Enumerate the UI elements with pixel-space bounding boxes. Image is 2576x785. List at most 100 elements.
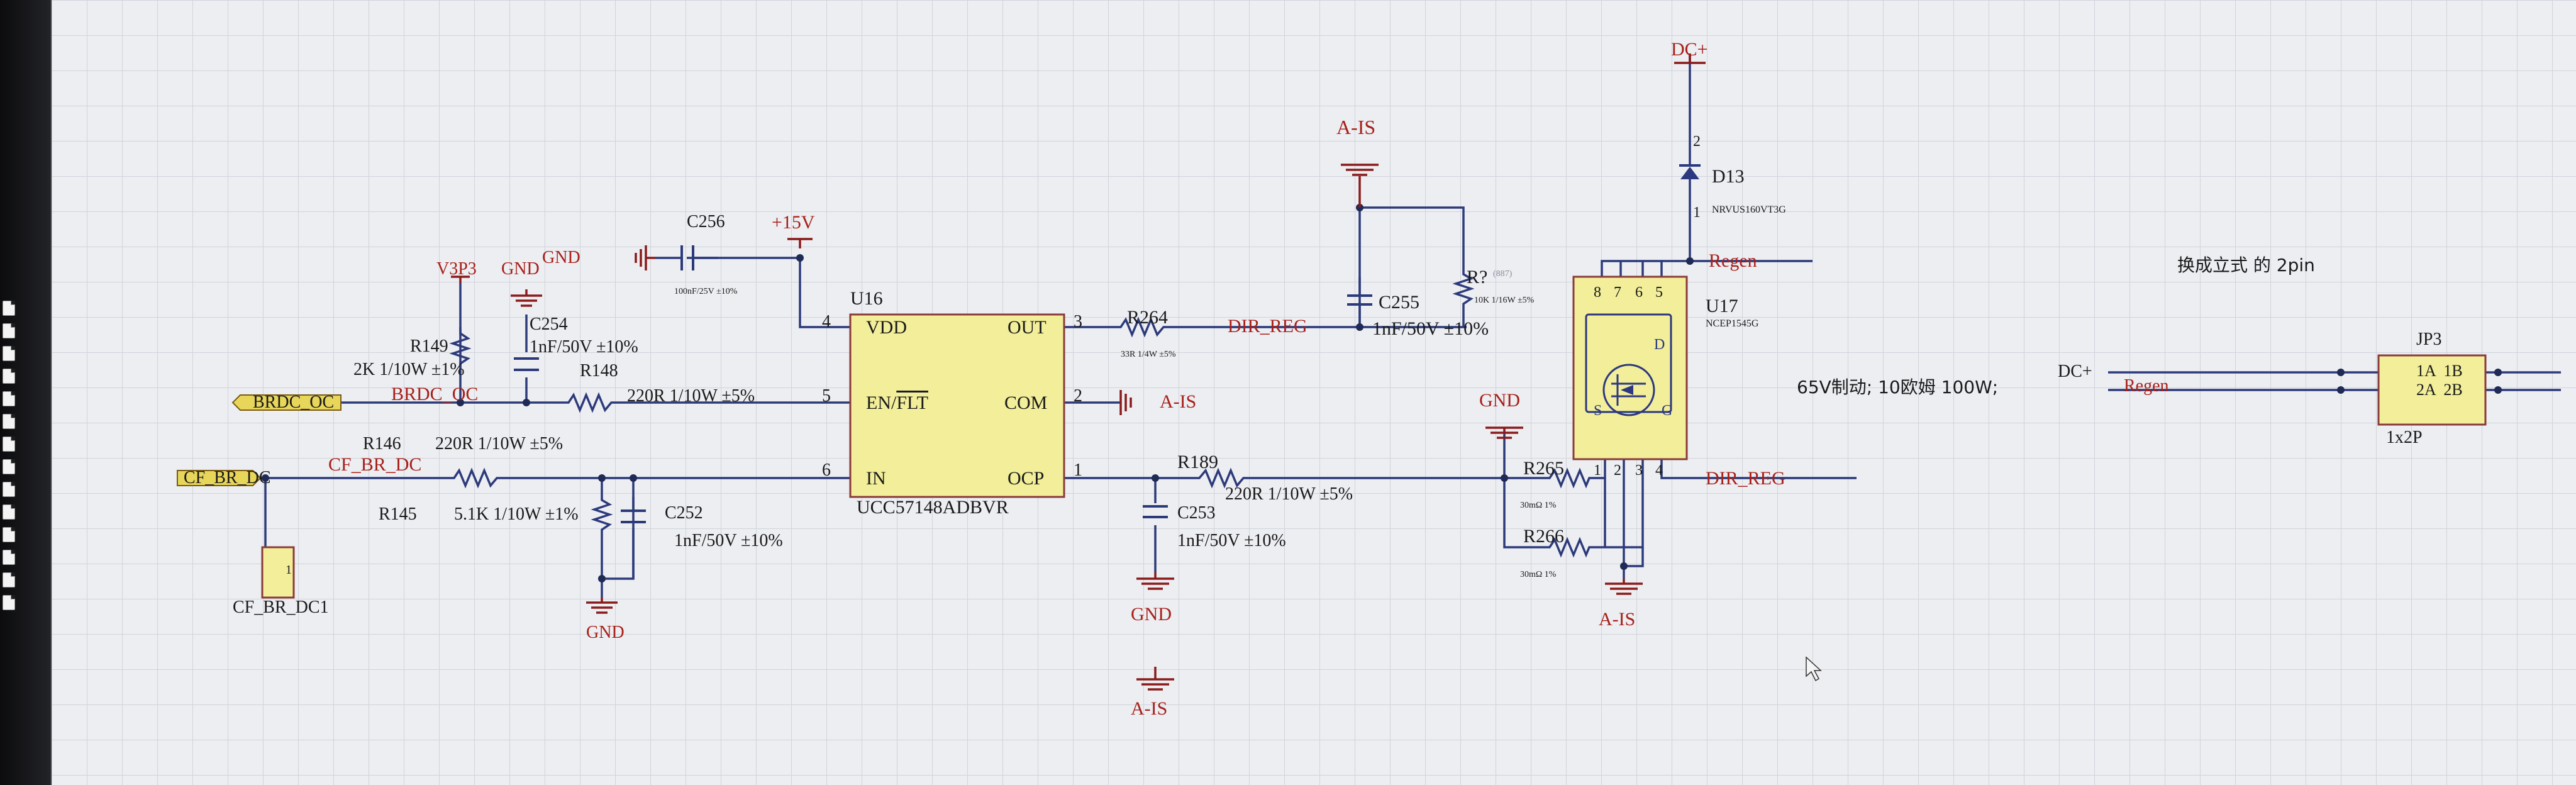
net-15v: +15V (772, 212, 815, 233)
u17-pin-5: 5 (1655, 284, 1663, 301)
u16-pinnum-4: 4 (822, 312, 831, 331)
file-icon[interactable] (3, 459, 15, 474)
r189-ref: R189 (1177, 452, 1219, 472)
u16-pinnum-5: 5 (822, 386, 831, 406)
c255-ref: C255 (1379, 292, 1420, 313)
rq-sub: (887) (1493, 269, 1513, 279)
net-regen-jp3: Regen (2124, 376, 2169, 396)
left-panel-icons (0, 301, 38, 618)
r148-ref: R148 (580, 361, 618, 381)
u17-mosfet[interactable] (1572, 276, 1688, 460)
wires (243, 53, 2561, 598)
d13-ref: D13 (1712, 166, 1745, 187)
r264-ref: R264 (1127, 307, 1169, 328)
net-ais-com: A-IS (1160, 391, 1197, 412)
net-regen: Regen (1709, 250, 1757, 271)
file-icon[interactable] (3, 391, 15, 406)
file-icon[interactable] (3, 527, 15, 542)
resistors (441, 270, 1592, 558)
cf1-ref: CF_BR_DC1 (233, 598, 329, 617)
file-icon[interactable] (3, 414, 15, 429)
file-icon[interactable] (3, 482, 15, 497)
u17-pin-2: 2 (1614, 462, 1621, 479)
u16-ref: U16 (850, 288, 883, 309)
r149-ref: R149 (410, 337, 448, 356)
file-icon[interactable] (3, 301, 15, 316)
u17-pin-4: 4 (1655, 462, 1663, 479)
u16-part: UCC57148ADBVR (857, 497, 1009, 518)
r265-ref: R265 (1523, 458, 1565, 479)
jp3-connector[interactable] (2377, 354, 2487, 426)
file-icon[interactable] (3, 572, 15, 587)
d13-part: NRVUS160VT3G (1712, 204, 1786, 215)
u17-pin-6: 6 (1635, 284, 1643, 301)
r266-ref: R266 (1523, 526, 1565, 547)
net-dir-reg-out: DIR_REG (1228, 316, 1307, 337)
file-icon[interactable] (3, 504, 15, 520)
r146-val: 220R 1/10W ±5% (435, 434, 564, 454)
u17-part: NCEP1545G (1706, 318, 1759, 329)
r145-ref: R145 (379, 504, 417, 524)
labels-layer: V3P3 GND GND +15V A-IS DC+ Regen DIR_REG… (52, 0, 2576, 785)
cf-br-dc1-testpoint[interactable] (261, 546, 295, 599)
net-dcplus-jp3: DC+ (2058, 362, 2092, 381)
u16-pin-in: IN (866, 468, 886, 489)
net-gnd-r145: GND (586, 623, 625, 642)
net-ais-top: A-IS (1336, 116, 1376, 138)
u16-pin-com: COM (1004, 392, 1048, 413)
u17-pin-3: 3 (1635, 462, 1643, 479)
c254-val: 1nF/50V ±10% (530, 337, 638, 357)
r148-val: 220R 1/10W ±5% (627, 386, 755, 406)
u16-pinnum-2: 2 (1074, 386, 1082, 406)
d13-diode (1679, 120, 1701, 214)
r264-val: 33R 1/4W ±5% (1121, 350, 1176, 359)
c256-ref: C256 (687, 212, 725, 231)
net-gnd-c253: GND (1131, 604, 1172, 625)
jp3-row1: 1A 1B (2416, 362, 2463, 380)
u17-label-g: G (1662, 403, 1673, 419)
u16-pinnum-3: 3 (1074, 312, 1082, 331)
u16-pin-en: EN/FLT (866, 392, 928, 413)
u16-pin-vdd: VDD (866, 317, 907, 338)
u16-ic[interactable] (849, 313, 1065, 498)
jp3-part: 1x2P (2386, 428, 2423, 447)
file-icon[interactable] (3, 437, 15, 452)
rq-val: 10K 1/16W ±5% (1474, 296, 1535, 305)
r265-val: 30mΩ 1% (1520, 501, 1557, 510)
u17-label-d: D (1654, 337, 1665, 353)
file-icon[interactable] (3, 369, 15, 384)
u16-pinnum-6: 6 (822, 460, 831, 480)
flt-overline: FLT (896, 392, 928, 413)
jp3-ref: JP3 (2416, 330, 2442, 349)
c253-val: 1nF/50V ±10% (1177, 531, 1286, 550)
d13-pin-2: 2 (1693, 133, 1701, 150)
net-ais-bottom: A-IS (1131, 698, 1168, 719)
capacitors (514, 245, 1372, 523)
net-brdc-oc-flag: BRDC_OC (253, 392, 335, 412)
net-flags (177, 394, 1822, 682)
file-icon[interactable] (3, 550, 15, 565)
c252-val: 1nF/50V ±10% (674, 531, 783, 550)
net-dir-reg-gate: DIR_REG (1706, 468, 1785, 489)
u17-label-s: S (1594, 403, 1602, 419)
schematic-svg (177, 53, 2561, 691)
c253-ref: C253 (1177, 503, 1216, 523)
net-v3p3: V3P3 (436, 259, 477, 279)
cf1-pin: 1 (286, 563, 292, 577)
net-brdc-oc-wire: BRDC_OC (391, 384, 479, 404)
net-ais-mosfet: A-IS (1599, 609, 1636, 630)
u17-ref: U17 (1706, 296, 1738, 316)
file-icon[interactable] (3, 595, 15, 610)
file-icon[interactable] (3, 346, 15, 361)
note-brake: 65V制动; 10欧姆 100W; (1797, 377, 1999, 398)
jp3-row2: 2A 2B (2416, 381, 2463, 399)
u17-pin-7: 7 (1614, 284, 1621, 301)
rq-ref: R? (1467, 267, 1488, 287)
file-icon[interactable] (3, 323, 15, 338)
c252-ref: C252 (665, 503, 703, 523)
net-gnd-c254: GND (501, 259, 540, 279)
junctions (262, 204, 2502, 582)
schematic-canvas[interactable]: V3P3 GND GND +15V A-IS DC+ Regen DIR_REG… (50, 0, 2576, 785)
r146-ref: R146 (363, 434, 401, 454)
d13-pin-1: 1 (1693, 204, 1701, 221)
